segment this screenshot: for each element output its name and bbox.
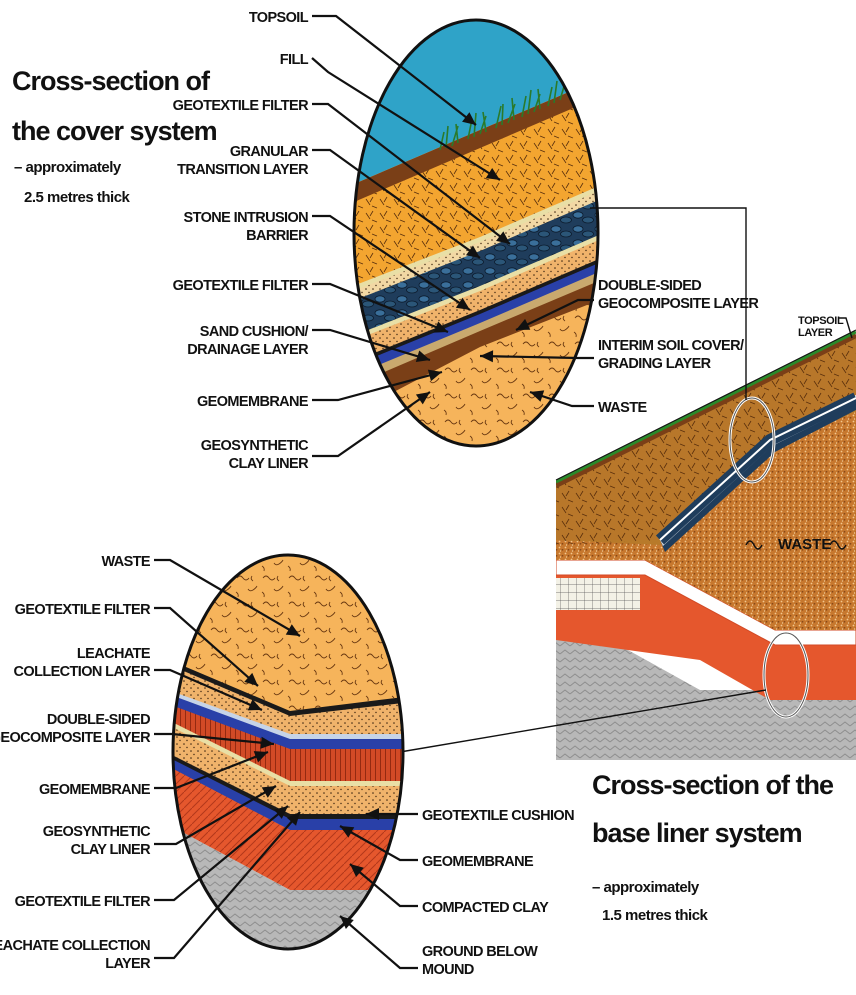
- base-label-geomembrane: GEOMEMBRANE: [422, 854, 534, 870]
- base-title-line1: Cross-section of the: [592, 770, 834, 800]
- cover-subtitle-line2: 2.5 metres thick: [24, 189, 131, 206]
- base-label-geomembrane: GEOMEMBRANE: [39, 782, 151, 798]
- cover-label-geomembrane: GEOMEMBRANE: [197, 394, 309, 410]
- base-label-geotextile-cushion: GEOTEXTILE CUSHION: [422, 808, 574, 824]
- base-label-compacted-clay: COMPACTED CLAY: [422, 900, 549, 916]
- base-label-geosynthetic-clay-liner: GEOSYNTHETICCLAY LINER: [43, 824, 151, 858]
- base-subtitle-line2: 1.5 metres thick: [602, 907, 709, 924]
- cover-subtitle-line1: – approximately: [14, 159, 122, 176]
- base-subtitle-line1: – approximately: [592, 879, 700, 896]
- base-leader-ground-below-mound: [340, 916, 418, 968]
- cover-title-line1: Cross-section of: [12, 66, 211, 96]
- cover-label-waste: WASTE: [598, 400, 647, 416]
- cover-title-line2: the cover system: [12, 116, 217, 146]
- base-heading-block: Cross-section of the base liner system –…: [592, 770, 834, 924]
- base-label-geotextile-filter: GEOTEXTILE FILTER: [15, 602, 151, 618]
- cover-label-geotextile-filter: GEOTEXTILE FILTER: [173, 98, 309, 114]
- base-liner-cross-section: [160, 540, 420, 960]
- base-title-line2: base liner system: [592, 818, 802, 848]
- landfill-waste-label-group: WASTE: [746, 532, 846, 554]
- cover-heading-block: Cross-section of the cover system – appr…: [12, 66, 217, 206]
- cover-label-topsoil: TOPSOIL: [249, 10, 309, 26]
- cover-system-cross-section: [340, 10, 620, 470]
- cover-label-sand-cushion-drainage-layer: SAND CUSHION/DRAINAGE LAYER: [187, 324, 309, 358]
- cover-label-interim-soil-cover-grading-layer: INTERIM SOIL COVER/GRADING LAYER: [598, 338, 744, 372]
- base-label-waste: WASTE: [101, 554, 150, 570]
- base-label-geotextile-filter: GEOTEXTILE FILTER: [15, 894, 151, 910]
- cover-label-geotextile-filter: GEOTEXTILE FILTER: [173, 278, 309, 294]
- cover-label-fill: FILL: [280, 52, 309, 68]
- landfill-waste-label: WASTE: [778, 536, 831, 553]
